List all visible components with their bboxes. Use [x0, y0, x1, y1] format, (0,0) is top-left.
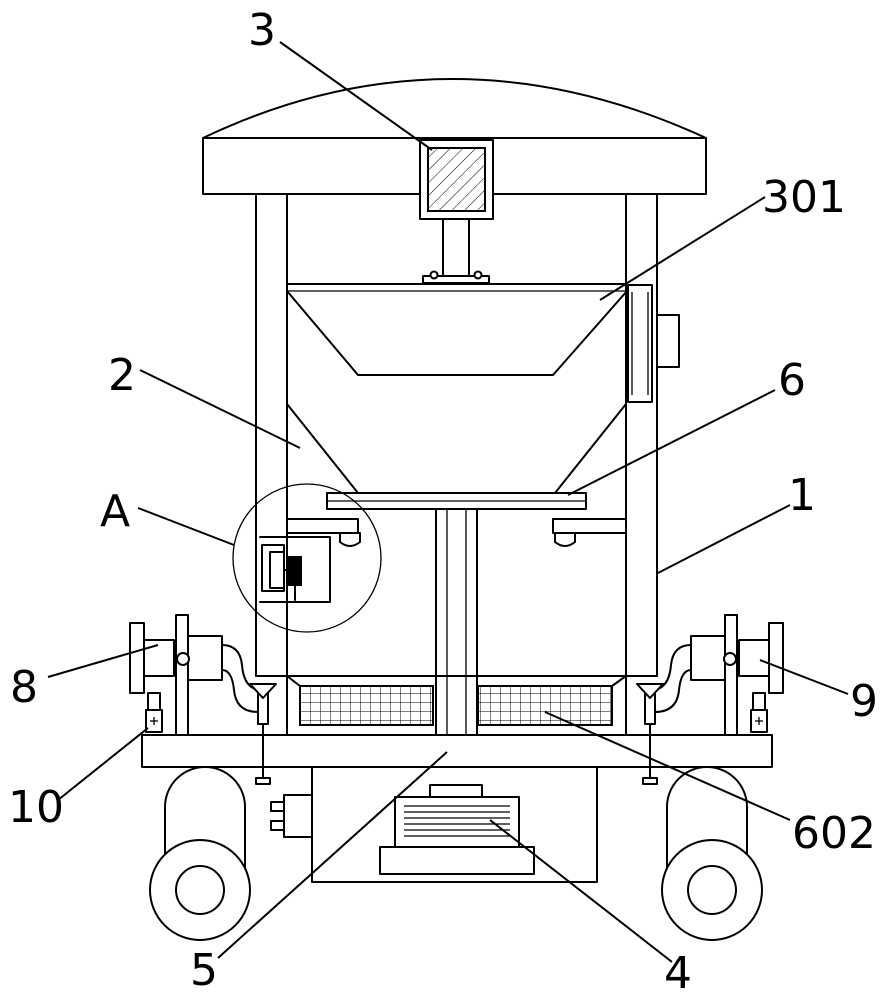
- label-3: 3: [248, 5, 276, 56]
- leader-4: [489, 819, 673, 963]
- label-10: 10: [8, 782, 64, 833]
- leader-602: [544, 711, 791, 821]
- lifting-cylinder: [419, 139, 494, 284]
- detail-a-mechanism: [259, 536, 331, 603]
- wheel-right: [661, 766, 763, 941]
- left-clamp-assembly: [129, 614, 277, 785]
- hopper-body: [286, 403, 627, 494]
- leader-9: [759, 659, 849, 695]
- press-plate: [286, 283, 628, 376]
- filter-band: [256, 675, 658, 736]
- detail-a-circle: [232, 483, 382, 633]
- label-2: 2: [108, 350, 136, 401]
- label-8: 8: [10, 662, 38, 713]
- label-a: A: [100, 486, 130, 537]
- support-brackets: [286, 518, 627, 547]
- leader-1: [657, 504, 791, 574]
- side-control-box: [627, 284, 680, 403]
- label-9: 9: [850, 676, 878, 727]
- label-301: 301: [762, 172, 846, 223]
- leader-6: [567, 389, 776, 496]
- turntable: [326, 492, 587, 510]
- label-602: 602: [792, 808, 876, 859]
- leader-301: [599, 196, 766, 301]
- wheel-left: [149, 766, 251, 941]
- motor-housing: [270, 766, 598, 883]
- label-6: 6: [778, 355, 806, 406]
- base-platform: [141, 734, 773, 768]
- label-1: 1: [788, 470, 816, 521]
- leader-8: [47, 644, 159, 678]
- leader-3: [279, 41, 433, 151]
- right-clamp-assembly: [636, 614, 784, 785]
- label-5: 5: [190, 945, 218, 996]
- leader-a: [137, 507, 235, 546]
- label-4: 4: [664, 948, 692, 999]
- leader-10: [57, 727, 149, 801]
- leader-5: [217, 751, 448, 959]
- leader-lines: [47, 41, 849, 963]
- leader-2: [139, 369, 301, 449]
